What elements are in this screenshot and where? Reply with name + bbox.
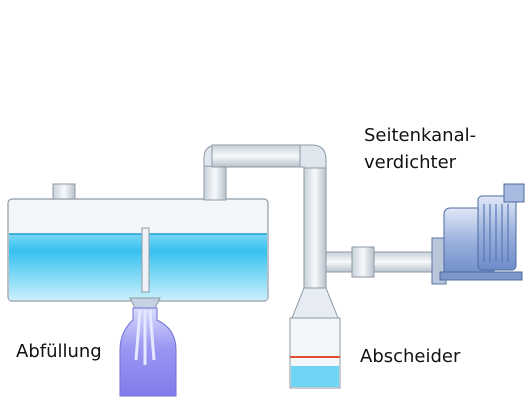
pipe-riser-left xyxy=(203,161,227,201)
blower-label: Seitenkanal- verdichter xyxy=(364,122,476,176)
bottle xyxy=(119,307,177,397)
separator-label: Abscheider xyxy=(360,346,461,367)
vacuum-pipe xyxy=(203,144,435,289)
storage-tank xyxy=(7,183,269,302)
blower-base xyxy=(439,271,523,281)
filling-station xyxy=(119,227,177,397)
fill-stream-right xyxy=(148,309,156,361)
side-channel-blower xyxy=(431,183,525,285)
blower-label-line2: verdichter xyxy=(364,152,457,173)
tank-nozzle xyxy=(52,183,76,201)
separator-vessel xyxy=(289,287,341,389)
blower-label-line1: Seitenkanal- xyxy=(364,125,477,146)
blower-motor xyxy=(477,195,517,271)
fill-stream-left xyxy=(134,309,142,361)
pipe-to-pump xyxy=(325,251,435,273)
filling-nozzle xyxy=(129,297,161,309)
separator-liquid xyxy=(291,366,339,387)
pipe-top-horizontal xyxy=(211,144,313,168)
separator-cone xyxy=(291,287,339,319)
pipe-downcomer xyxy=(303,167,327,289)
filling-label: Abfüllung xyxy=(16,341,102,362)
filling-lance xyxy=(141,227,150,293)
tank-liquid xyxy=(9,234,267,300)
pipe-elbow-right xyxy=(299,144,327,171)
pipe-union xyxy=(351,246,375,278)
blower-terminal-box xyxy=(503,183,525,203)
